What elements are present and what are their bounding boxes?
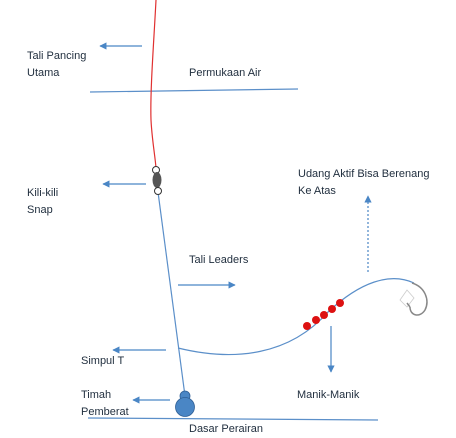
water-surface-label: Permukaan Air bbox=[189, 67, 261, 79]
leaders-label: Tali Leaders bbox=[189, 254, 249, 266]
hook bbox=[409, 282, 428, 316]
main-line-label-1: Tali Pancing bbox=[27, 50, 86, 62]
shrimp-label-1: Udang Aktif Bisa Berenang bbox=[298, 168, 429, 180]
bead bbox=[312, 316, 320, 324]
shrimp-label-2: Ke Atas bbox=[298, 185, 336, 197]
main-line-label: Tali Pancing Utama bbox=[27, 50, 89, 79]
sinker-weight bbox=[175, 397, 195, 417]
shrimp-label: Udang Aktif Bisa Berenang Ke Atas bbox=[298, 168, 433, 197]
main-line-label-2: Utama bbox=[27, 67, 60, 79]
snap-swivel bbox=[152, 172, 162, 188]
sinker-label-2: Pemberat bbox=[81, 406, 129, 418]
bead bbox=[336, 299, 344, 307]
bead bbox=[303, 322, 311, 330]
sinker-label: Timah Pemberat bbox=[81, 389, 129, 418]
shrimp-bait bbox=[399, 289, 415, 308]
hook-barb bbox=[406, 302, 411, 308]
beads-label: Manik-Manik bbox=[297, 389, 360, 401]
water-surface-line bbox=[89, 88, 299, 93]
bead bbox=[328, 305, 336, 313]
snap-swivel-label-2: Snap bbox=[27, 204, 53, 216]
sinker-line bbox=[157, 191, 186, 397]
swivel-bottom-ring bbox=[154, 187, 162, 195]
sinker-label-1: Timah bbox=[81, 389, 111, 401]
bottom-line bbox=[87, 417, 379, 421]
snap-swivel-label-1: Kili-kili bbox=[27, 187, 58, 199]
bottom-label: Dasar Perairan bbox=[189, 423, 263, 435]
t-knot-label: Simpul T bbox=[81, 355, 124, 367]
snap-swivel-label: Kili-kili Snap bbox=[27, 187, 61, 216]
leader-line bbox=[177, 278, 415, 356]
main-fishing-line bbox=[150, 0, 157, 169]
bead bbox=[320, 311, 328, 319]
